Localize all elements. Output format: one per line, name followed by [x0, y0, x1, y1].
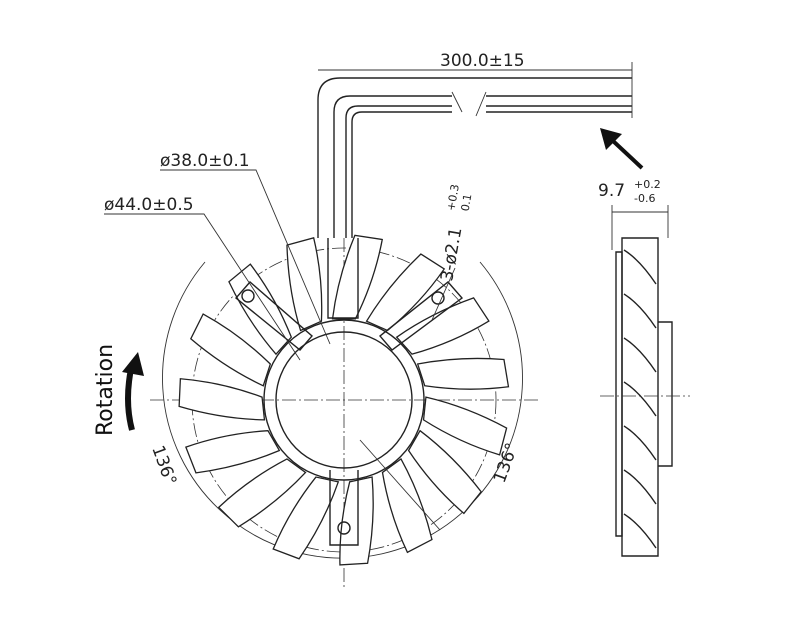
fan-blade — [422, 396, 508, 456]
fan-side-view — [600, 205, 690, 557]
hole-tolerance-minus: 0.1 — [459, 193, 475, 212]
thickness-tolerance-minus: -0.6 — [634, 192, 655, 205]
fan-blades — [178, 234, 510, 566]
cable-length-label: 300.0±15 — [440, 51, 525, 71]
side-blade-edge — [623, 469, 657, 505]
mounting-hole — [431, 291, 445, 305]
thickness-label: 9.7 — [598, 181, 625, 201]
fan-blade — [178, 378, 266, 421]
fan-blade — [228, 263, 293, 356]
direction-arrow — [600, 128, 644, 170]
fan-blade — [185, 430, 281, 474]
side-blade-edge — [623, 425, 657, 461]
fan-blade — [416, 357, 510, 390]
side-blade-edge — [623, 381, 657, 417]
fan-blade — [365, 253, 446, 332]
rotation-label: Rotation — [93, 344, 118, 436]
mounting-hole — [337, 521, 351, 535]
hole-label: 3-ø2.1 — [437, 226, 466, 283]
fan-front-view — [104, 169, 540, 590]
outer-diameter-label: ø44.0±0.5 — [104, 195, 194, 215]
side-blade-edge — [623, 249, 657, 285]
fan-blade — [189, 313, 272, 387]
side-blade-edge — [623, 293, 657, 329]
fan-blade — [339, 476, 374, 566]
fan-blade — [381, 458, 433, 554]
fan-blade — [395, 297, 490, 355]
fan-hub — [275, 331, 413, 469]
thickness-tolerance-plus: +0.2 — [634, 178, 661, 191]
fan-blade — [217, 458, 307, 528]
hole-dimension: 3-ø2.1 +0.3 0.1 — [437, 183, 475, 283]
rotation-arrow-icon — [122, 352, 144, 431]
side-blade-edge — [623, 337, 657, 373]
inner-diameter-label: ø38.0±0.1 — [160, 151, 250, 171]
fan-blade — [407, 429, 482, 515]
side-blades — [623, 249, 657, 549]
cable — [317, 62, 633, 238]
hole-tolerance-plus: +0.3 — [444, 183, 461, 212]
fan-blade — [272, 476, 340, 560]
mounting-hole — [241, 289, 255, 303]
side-blade-edge — [623, 513, 657, 549]
cable-length-dimension: 300.0±15 — [440, 51, 525, 71]
angle-left-label: 136° — [147, 443, 180, 488]
